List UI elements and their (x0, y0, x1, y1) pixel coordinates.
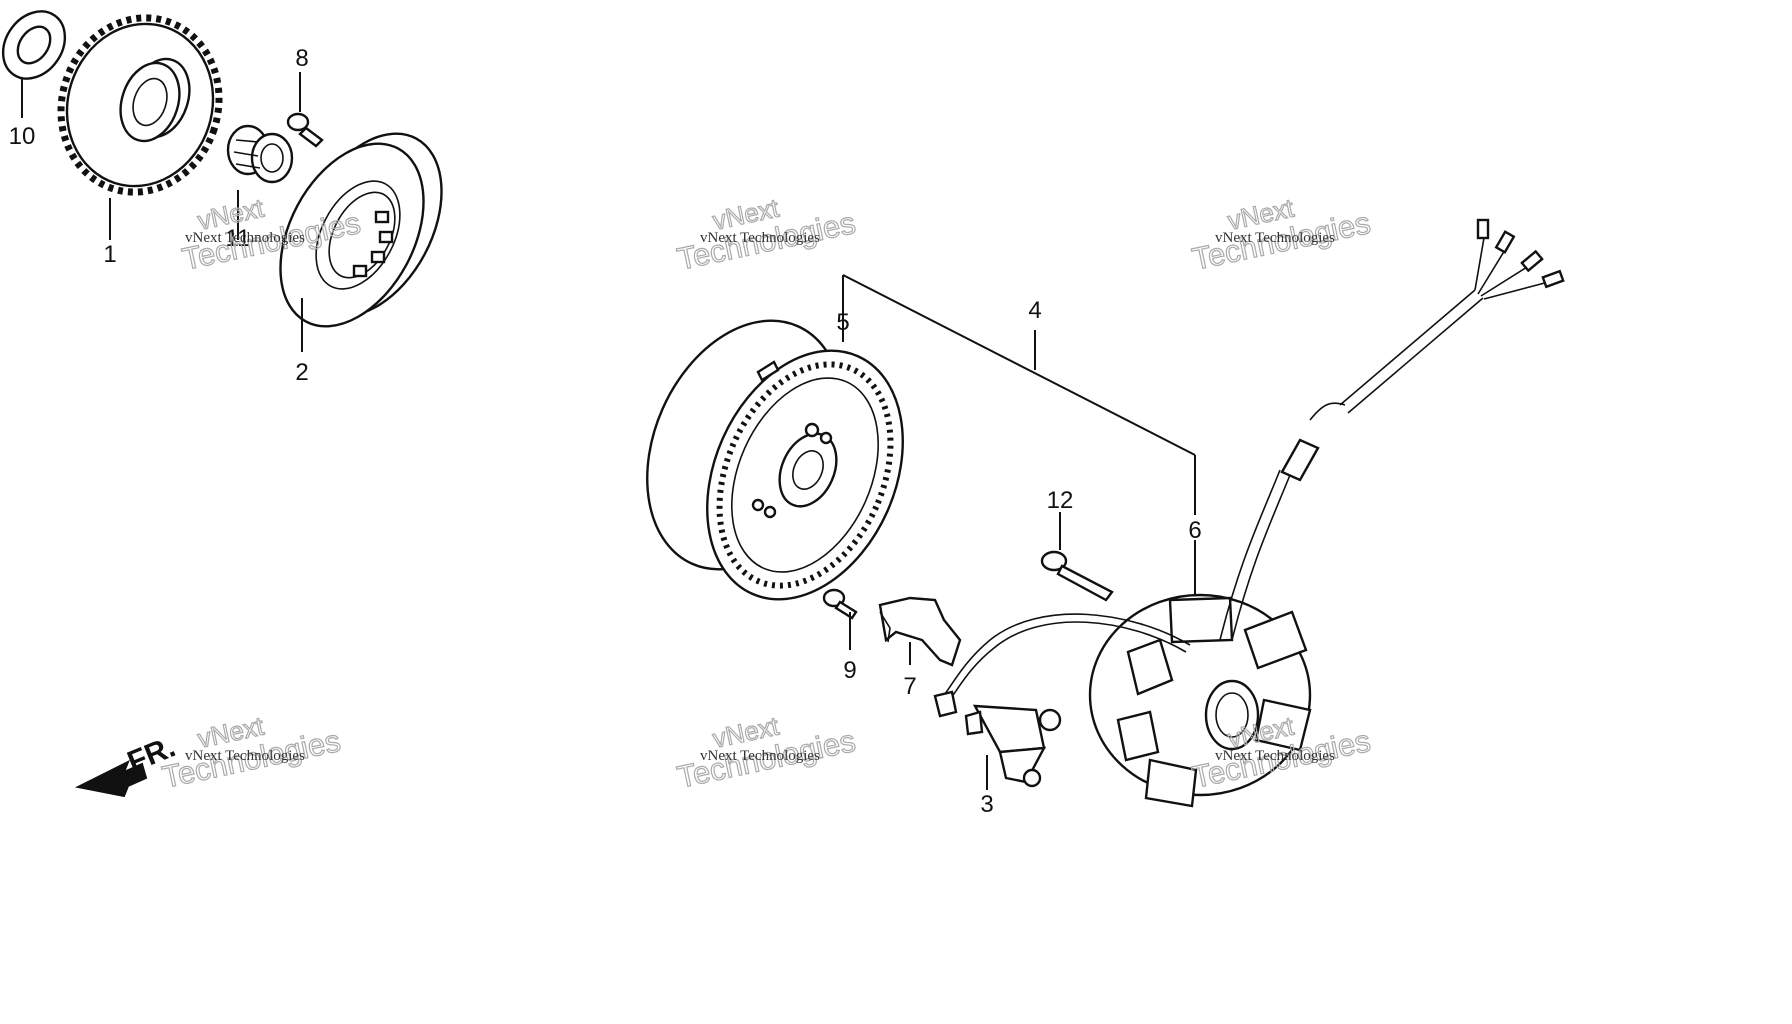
callout-5: 5 (836, 309, 849, 336)
callout-4: 4 (1028, 297, 1041, 324)
bolt-part-8 (286, 72, 324, 148)
svg-text:vNext Technologies: vNext Technologies (1215, 230, 1335, 246)
watermark-bottom-middle: vNext Technologies vNext Technologies (674, 710, 859, 796)
callout-7: 7 (903, 673, 916, 700)
callout-6: 6 (1188, 517, 1201, 544)
callout-9: 9 (843, 657, 856, 684)
callout-3: 3 (980, 791, 993, 818)
svg-text:vNext Technologies: vNext Technologies (185, 748, 305, 764)
needle-bearing-part-11 (226, 124, 294, 240)
callout-1: 1 (103, 241, 116, 268)
svg-text:vNext Technologies: vNext Technologies (1215, 748, 1335, 764)
watermark-top-middle: vNext Technologies vNext Technologies (674, 192, 859, 278)
callout-11: 11 (226, 225, 251, 252)
callout-2: 2 (295, 359, 308, 386)
callout-12: 12 (1047, 487, 1074, 514)
callout-10: 10 (9, 123, 36, 150)
screw-part-9 (822, 588, 858, 650)
pulser-generator-part-3 (933, 690, 1062, 790)
svg-text:vNext Technologies: vNext Technologies (700, 230, 820, 246)
washer-part-10 (1, 10, 67, 118)
starter-clutch-part-2 (279, 132, 443, 352)
svg-text:vNext Technologies: vNext Technologies (185, 230, 305, 246)
stator-part-6 (939, 218, 1565, 808)
callout-8: 8 (295, 45, 308, 72)
flywheel-part-5 (646, 275, 904, 601)
wire-clamp-part-7 (878, 596, 962, 667)
bolt-part-12 (1040, 512, 1114, 602)
watermark-bottom-left: vNext Technologies vNext Technologies (159, 710, 344, 796)
starter-driven-gear-part-1 (57, 14, 223, 240)
svg-text:vNext Technologies: vNext Technologies (700, 748, 820, 764)
watermark-top-right: vNext Technologies vNext Technologies (1189, 192, 1374, 278)
assembly-leader-part-4 (842, 274, 1196, 600)
